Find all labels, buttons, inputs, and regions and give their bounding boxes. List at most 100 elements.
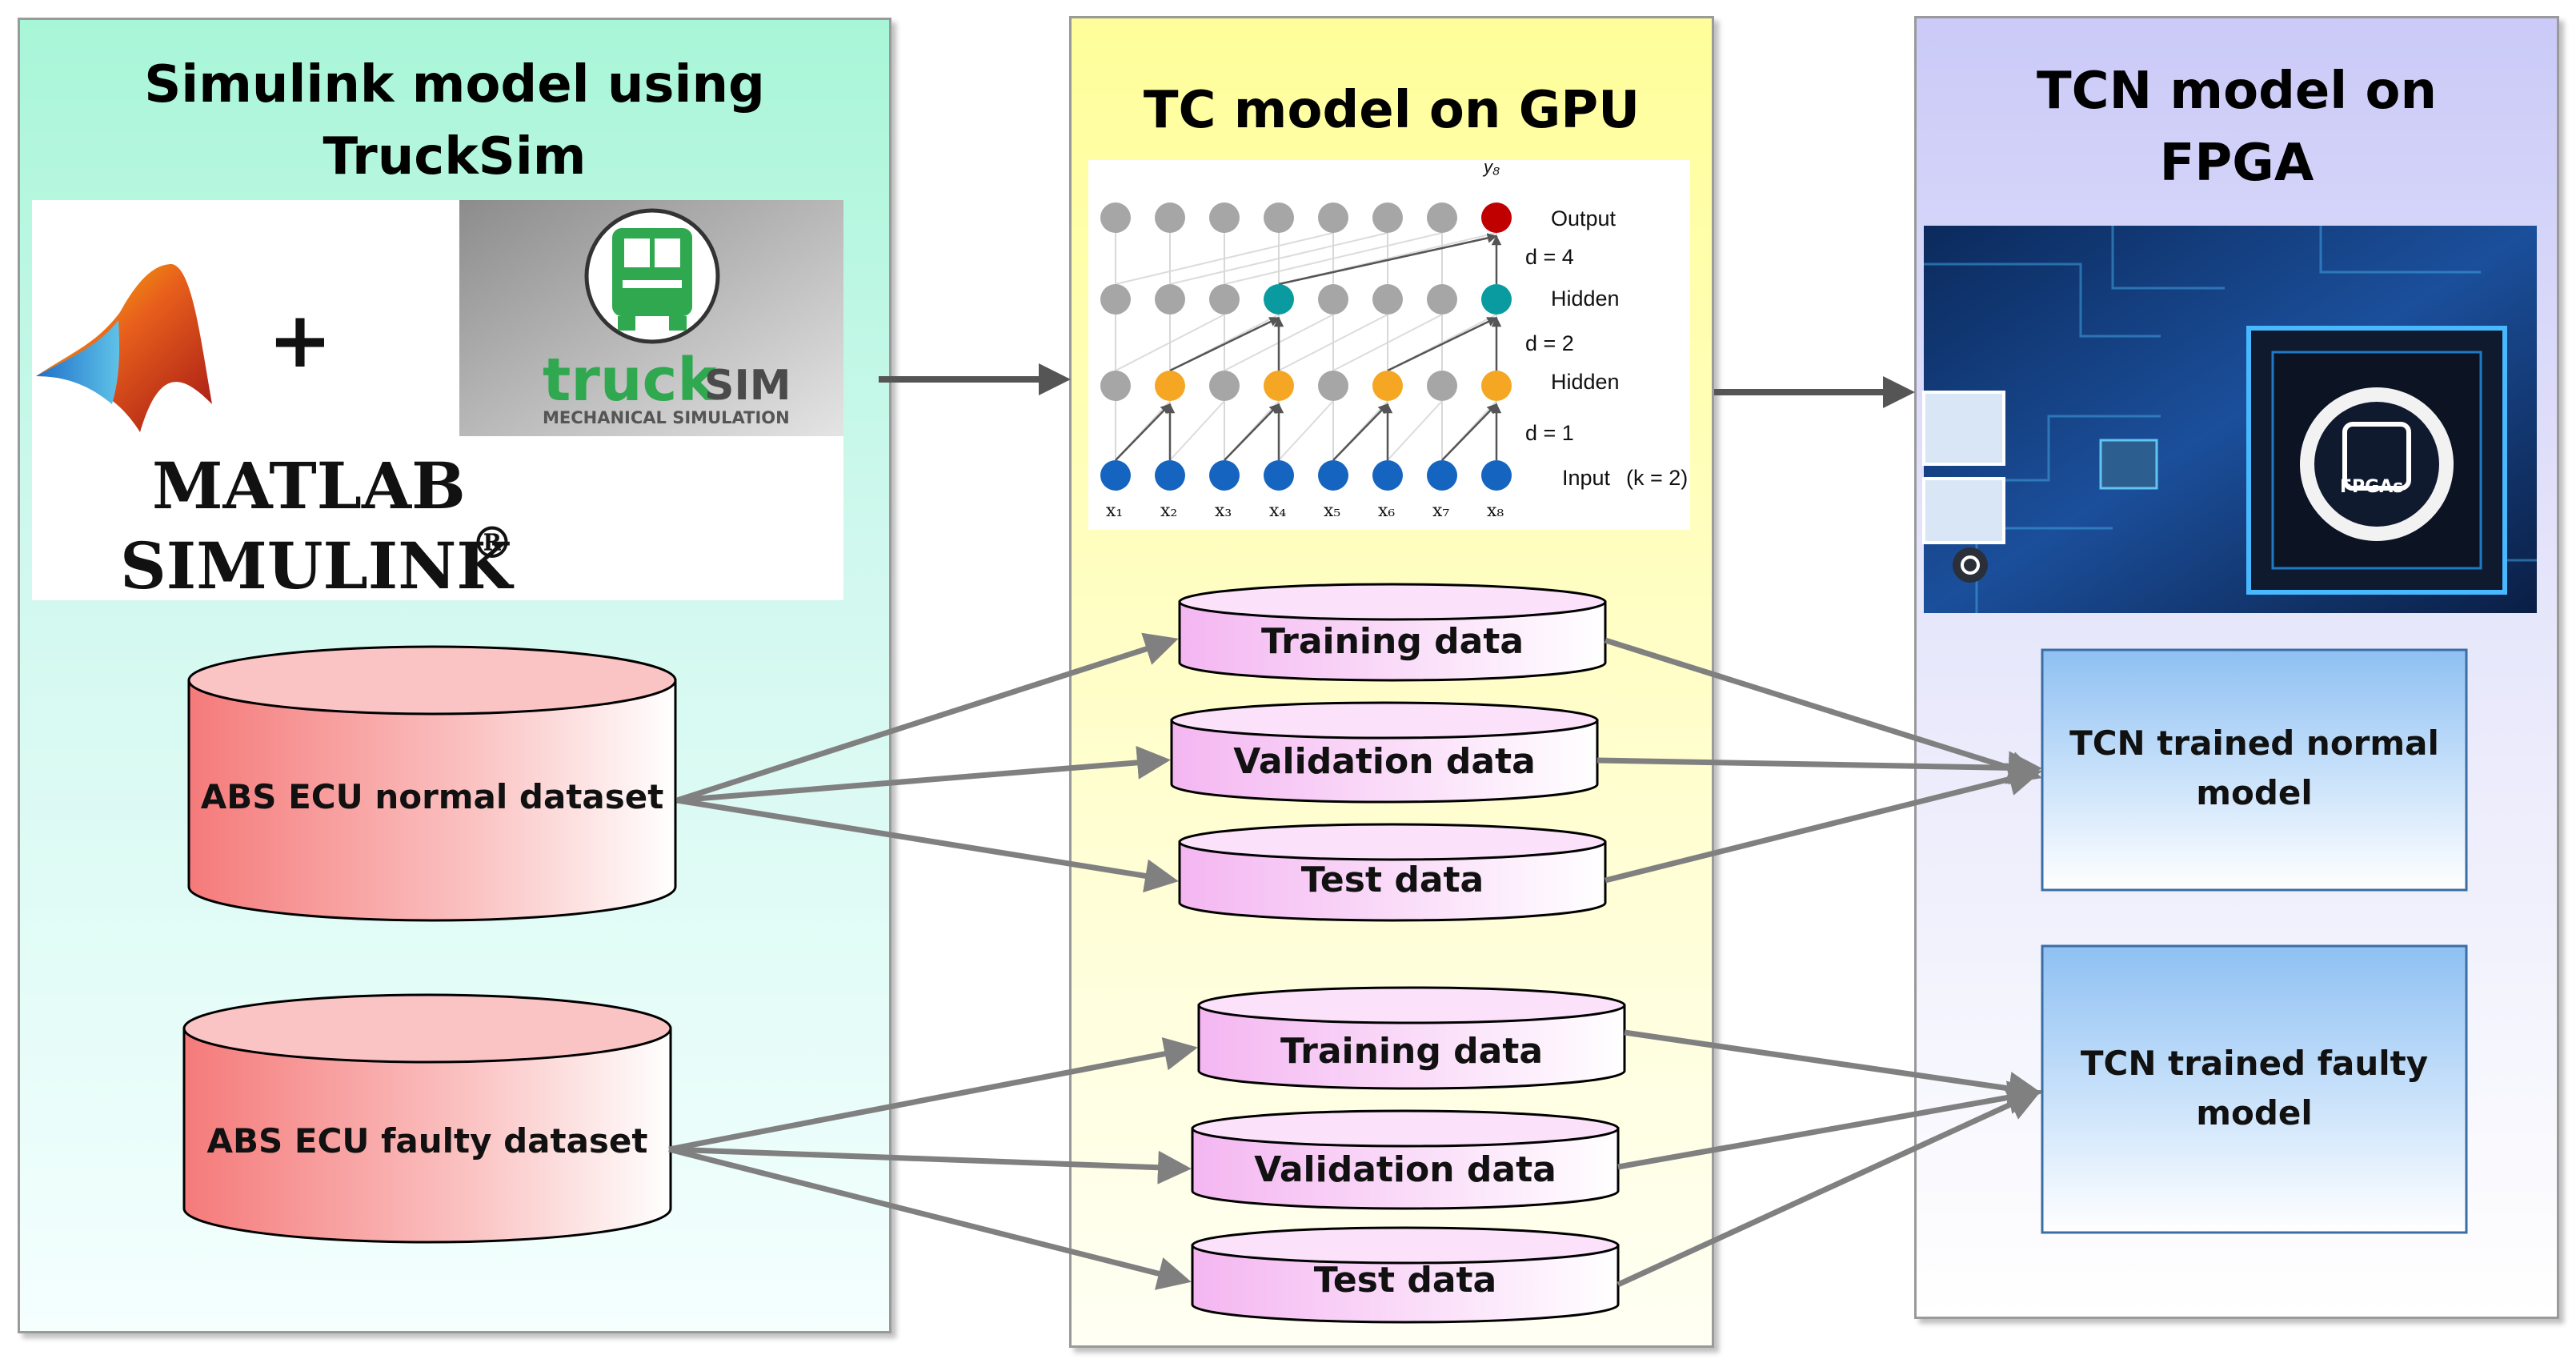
tcn-node [1481,284,1512,315]
tcn-node [1209,202,1240,233]
truck-icon [612,228,692,331]
tcn-node [1427,284,1457,315]
tcn-row-input: Input [1562,466,1611,490]
tcn-node [1318,202,1348,233]
trucksim-wordmark-truck: truck [543,346,717,415]
tcn-faint-edge [1278,400,1334,461]
tcn-row-hidden-1: Hidden [1551,370,1620,394]
chip-icon [2342,422,2411,491]
arrow-faulty-to-training [668,1037,1198,1153]
arrow-validation-to-faulty-model [1617,1080,2042,1170]
tcn-kernel-label: (k = 2) [1626,466,1689,490]
tcn-node [1427,202,1457,233]
tcn-x-label: x₈ [1487,501,1504,521]
fpga-panel-title: TCN model on FPGA [2036,62,2438,193]
tcn-active-edge [1278,233,1498,286]
faulty-dataset-label: ABS ECU faulty dataset [206,1120,648,1161]
screenshot-lens-icon [1953,547,1988,583]
arrow-test-to-normal-model [1604,763,2042,884]
arrow-normal-to-validation [676,745,1171,804]
tcn-node [1100,460,1131,491]
training-normal-label: Training data [1260,620,1524,662]
matlab-wordmark: MATLAB [152,448,466,523]
faulty-model-box [2041,944,2468,1234]
tcn-node [1100,284,1131,315]
tcn-dilation-4: d = 4 [1525,245,1574,269]
disk-test-normal [1178,823,1607,922]
validation-faulty-label: Validation data [1254,1149,1556,1190]
tcn-node [1264,371,1294,401]
tcn-node [1427,371,1457,401]
simulink-panel-title: Simulink model using TruckSim [144,55,765,186]
disk-validation-faulty [1191,1109,1620,1210]
faulty-dataset-cylinder [182,993,672,1244]
trucksim-wordmark-sim: SIM [704,362,791,410]
matlab-membrane-blue-icon [36,320,120,404]
gpu-panel-title: TC model on GPU [1143,81,1641,140]
tcn-node [1481,202,1512,233]
matlab-simulink-logo-box [32,200,843,600]
tcn-x-label: x₇ [1432,501,1450,521]
disk-training-faulty [1197,986,1626,1090]
arrow-training-to-faulty-model [1624,1029,2042,1105]
tcn-x-label: x₃ [1215,501,1232,521]
test-normal-label: Test data [1300,859,1484,900]
simulink-wordmark: SIMULINK [120,528,512,603]
tcn-faint-edge [1169,400,1225,461]
tcn-edges [1115,232,1502,461]
tcn-node [1318,284,1348,315]
tcn-node [1155,460,1185,491]
normal-model-box [2041,648,2468,892]
tcn-active-edge [1115,403,1171,461]
arrow-faulty-to-test [668,1146,1192,1290]
tcn-faint-edge [1387,400,1443,461]
arrow-faulty-to-validation [668,1146,1192,1185]
arrow-normal-to-test [676,797,1179,893]
faulty-model-label: TCN trained faulty model [2080,1044,2429,1132]
tcn-x-label: x₅ [1324,501,1341,521]
tcn-active-edge [1224,403,1280,461]
validation-normal-label: Validation data [1233,740,1536,782]
trucksim-subtitle: MECHANICAL SIMULATION [543,408,790,427]
tcn-node [1372,460,1403,491]
tcn-x-label: x₁ [1106,501,1124,521]
arrow-training-to-normal-model [1604,637,2042,784]
normal-dataset-cylinder [187,645,677,922]
tcn-node [1155,371,1185,401]
tcn-node [1209,284,1240,315]
tcn-node [1264,202,1294,233]
registered-mark: ® [471,517,514,568]
arrow-validation-to-normal-model [1596,751,2042,785]
tcn-node [1481,460,1512,491]
tcn-row-hidden-2: Hidden [1551,287,1620,311]
tcn-node [1318,371,1348,401]
disk-training-normal [1178,583,1607,682]
tcn-node [1372,202,1403,233]
tcn-output-label: y₈ [1484,157,1500,177]
plus-sign: + [267,295,333,385]
disk-validation-normal [1170,701,1599,804]
tcn-node [1100,371,1131,401]
tcn-node [1264,460,1294,491]
tcn-active-edge [1169,316,1280,372]
tcn-node [1209,371,1240,401]
training-faulty-label: Training data [1280,1030,1544,1072]
tcn-node [1155,202,1185,233]
tcn-active-edge [1332,403,1388,461]
tcn-node [1100,202,1131,233]
normal-model-label: TCN trained normal model [2069,724,2439,812]
tcn-active-edge [1387,316,1498,372]
tcn-dilation-2: d = 2 [1525,331,1574,355]
arrow-normal-to-training [675,632,1179,804]
tcn-nodes [1100,202,1512,491]
tcn-node [1481,371,1512,401]
tcn-node [1427,460,1457,491]
tcn-x-label: x₄ [1269,501,1287,521]
arrow-test-to-faulty-model [1617,1088,2042,1288]
tcn-x-label: x₆ [1378,501,1396,521]
tcn-x-label: x₂ [1160,501,1178,521]
tcn-node [1318,460,1348,491]
tcn-node [1155,284,1185,315]
fpga-board-image [1922,226,2537,613]
fpga-chip-label: FPGAs [2340,477,2404,497]
